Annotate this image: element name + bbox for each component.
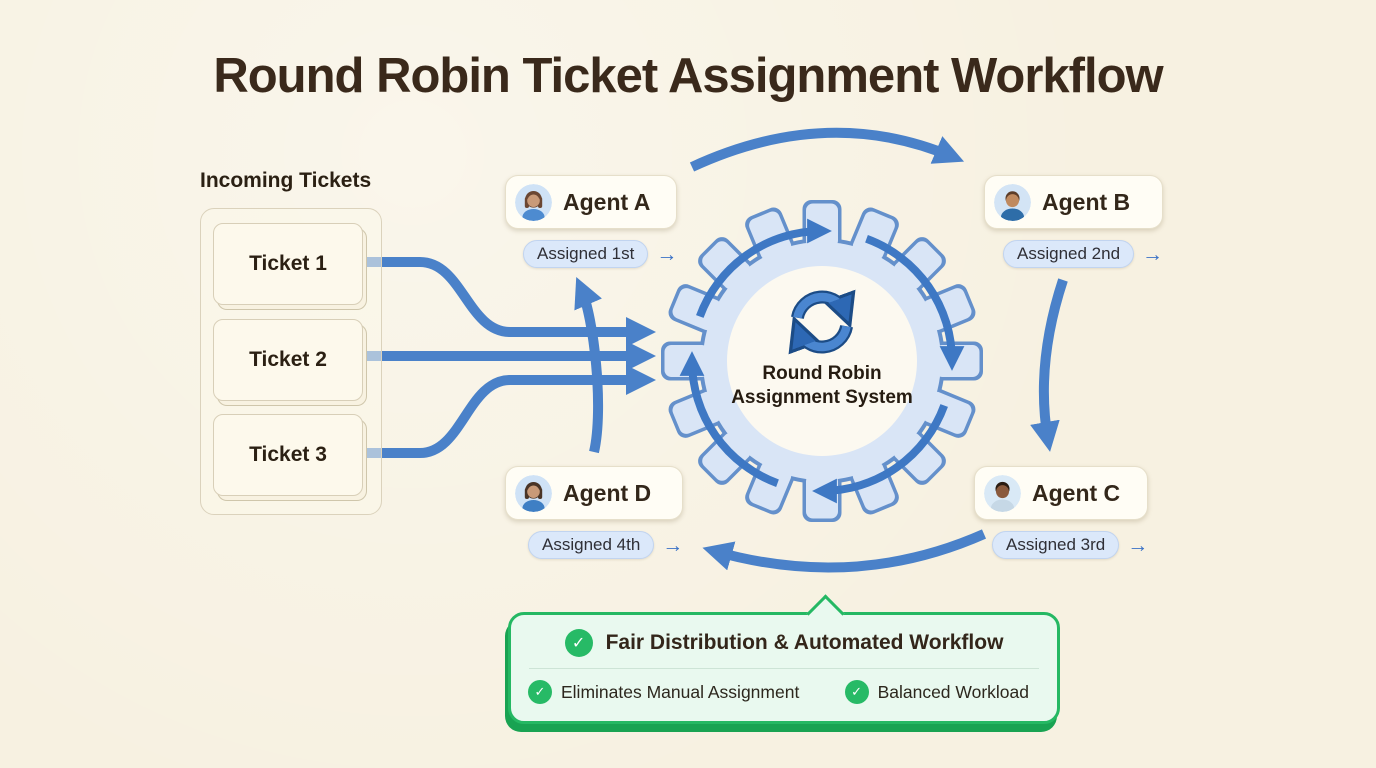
agent-a-card: Agent A xyxy=(505,175,678,229)
gear-label-line1: Round Robin xyxy=(762,363,882,384)
right-arrow-icon: → xyxy=(656,242,678,266)
agent-d-badge-row: Assigned 4th → xyxy=(528,531,683,559)
rotation-ring-icon xyxy=(679,218,965,504)
callout-item-label: Balanced Workload xyxy=(877,681,1029,702)
gear-center-label: Round Robin Assignment System xyxy=(712,362,932,410)
gear-hub xyxy=(727,266,917,456)
ticket-feed-arrows xyxy=(366,257,656,458)
callout-title: Fair Distribution & Automated Workflow xyxy=(605,631,1004,654)
agent-a-badge-row: Assigned 1st → xyxy=(523,240,677,268)
page-title: Round Robin Ticket Assignment Workflow xyxy=(213,49,1163,103)
arc-a-to-b xyxy=(689,127,965,172)
agent-a-avatar-icon xyxy=(515,183,552,221)
callout-item-label: Eliminates Manual Assignment xyxy=(561,681,800,702)
callout-divider xyxy=(529,668,1039,669)
right-arrow-icon: → xyxy=(1127,533,1149,557)
agent-d-block: Agent D Assigned 4th → xyxy=(505,466,684,559)
agent-c-card: Agent C xyxy=(974,466,1149,520)
agent-name: Agent D xyxy=(563,479,652,506)
callout-item: ✓ Balanced Workload xyxy=(844,680,1029,704)
check-icon: ✓ xyxy=(564,629,593,657)
agent-b-card: Agent B xyxy=(984,175,1164,229)
callout-title-row: ✓ Fair Distribution & Automated Workflow xyxy=(511,629,1057,657)
agent-c-badge-row: Assigned 3rd → xyxy=(992,531,1148,559)
ticket-label: Ticket 3 xyxy=(249,443,327,466)
agent-name: Agent A xyxy=(563,188,651,215)
callout-item: ✓ Eliminates Manual Assignment xyxy=(528,680,799,704)
ticket-card-3: Ticket 3 xyxy=(213,414,363,496)
agent-d-card: Agent D xyxy=(505,466,684,520)
arc-b-to-c xyxy=(1030,278,1068,452)
agent-c-avatar-icon xyxy=(984,474,1021,512)
check-icon: ✓ xyxy=(528,680,552,704)
agent-b-avatar-icon xyxy=(994,183,1031,221)
incoming-tickets-label: Incoming Tickets xyxy=(200,169,372,192)
agent-b-block: Agent B Assigned 2nd → xyxy=(984,175,1164,268)
ticket-queue: Ticket 1 Ticket 2 Ticket 3 xyxy=(200,208,382,515)
check-icon: ✓ xyxy=(844,680,869,704)
right-arrow-icon: → xyxy=(662,533,684,557)
sync-icon xyxy=(788,289,856,355)
ticket-label: Ticket 2 xyxy=(249,348,327,371)
ticket-card-1: Ticket 1 xyxy=(213,223,363,305)
benefits-callout: ✓ Fair Distribution & Automated Workflow… xyxy=(508,594,1060,724)
arc-d-to-a xyxy=(574,276,604,454)
right-arrow-icon: → xyxy=(1142,242,1164,266)
ticket-card-2: Ticket 2 xyxy=(213,319,363,401)
callout-items: ✓ Eliminates Manual Assignment ✓ Balance… xyxy=(511,680,1057,704)
assignment-badge: Assigned 4th xyxy=(528,531,655,559)
agent-a-block: Agent A Assigned 1st → xyxy=(505,175,678,268)
gear-label-line2: Assignment System xyxy=(731,387,913,409)
agent-c-block: Agent C Assigned 3rd → xyxy=(974,466,1149,559)
agent-d-avatar-icon xyxy=(515,474,552,512)
assignment-badge: Assigned 2nd xyxy=(1003,240,1135,268)
agent-b-badge-row: Assigned 2nd → xyxy=(1003,240,1163,268)
agent-name: Agent C xyxy=(1032,479,1121,506)
arc-c-to-d xyxy=(702,529,987,573)
assignment-badge: Assigned 1st xyxy=(523,240,649,268)
agent-name: Agent B xyxy=(1042,188,1131,215)
assignment-badge: Assigned 3rd xyxy=(992,531,1120,559)
ticket-label: Ticket 1 xyxy=(249,252,327,275)
